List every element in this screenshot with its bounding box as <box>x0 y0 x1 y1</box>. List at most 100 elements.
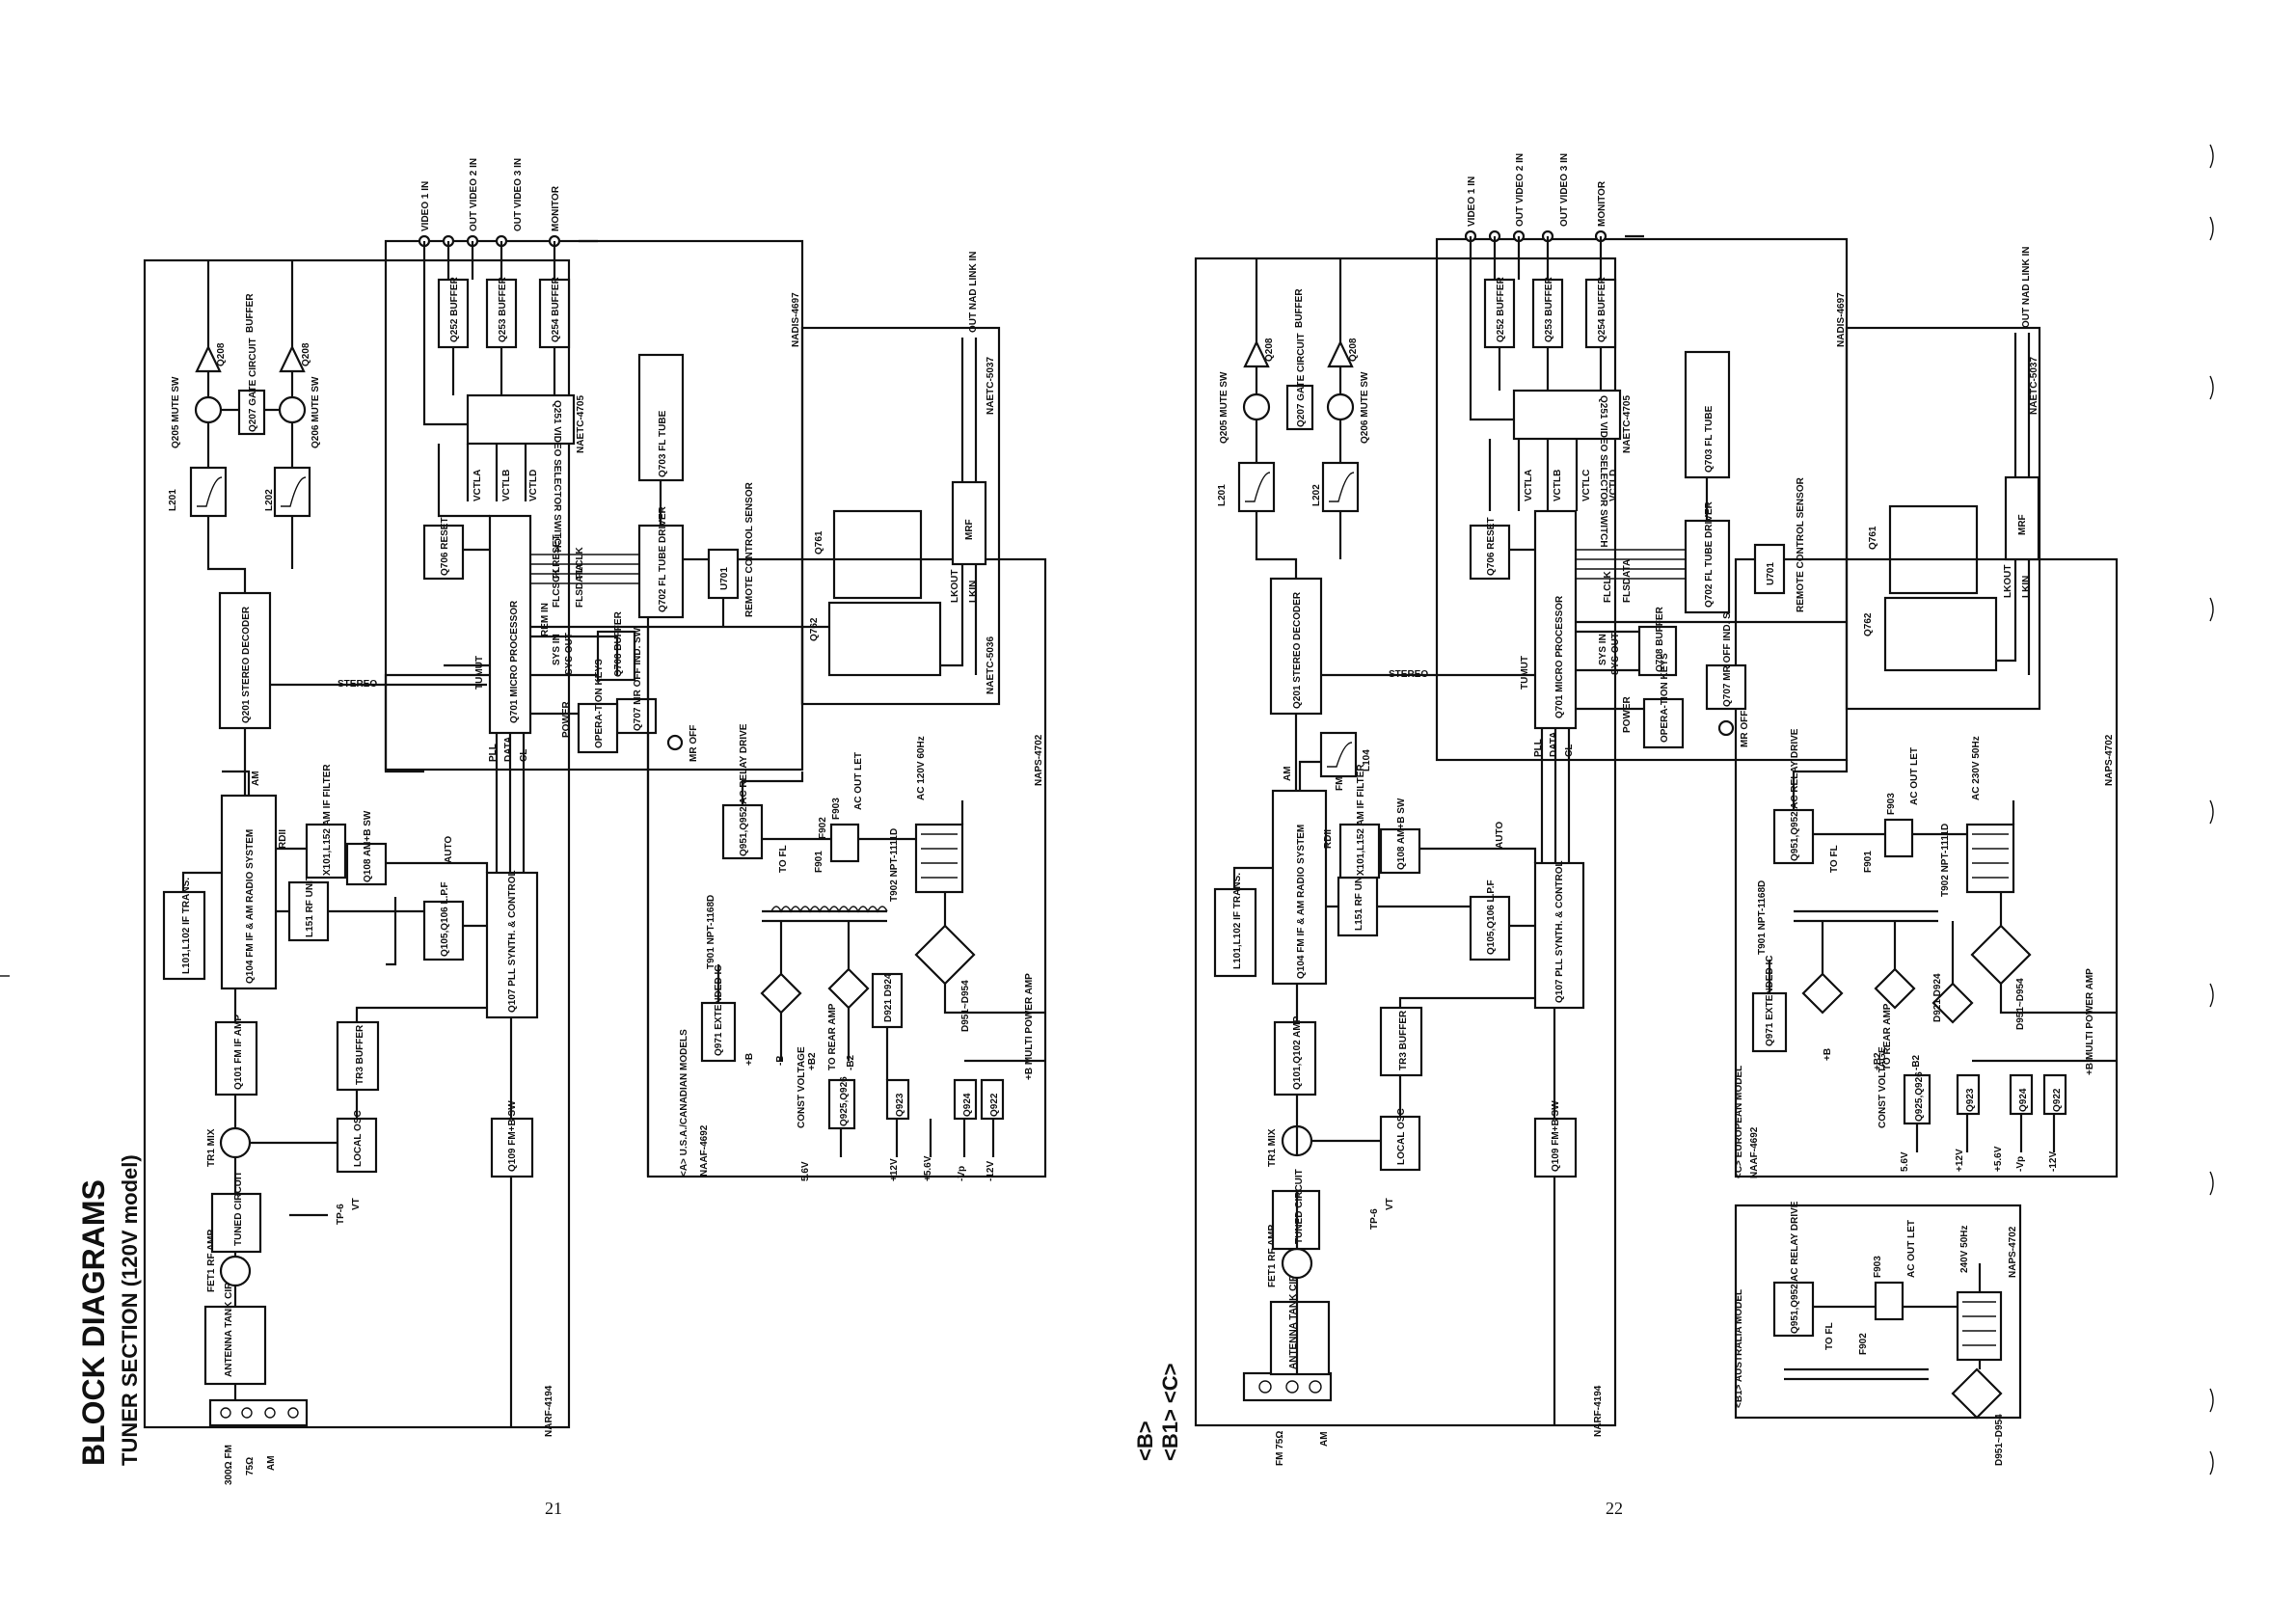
svg-text:MONITOR: MONITOR <box>551 185 561 231</box>
svg-text:LKIN: LKIN <box>968 581 979 603</box>
right-power-board-frame <box>1734 557 2119 1178</box>
svg-text:ANTENNA TANK CIRCUIT: ANTENNA TANK CIRCUIT <box>1288 1252 1299 1369</box>
svg-text:FM: FM <box>1335 777 1345 791</box>
australia-inset-frame <box>1734 1204 2022 1420</box>
svg-text:TUNED CIRCUIT: TUNED CIRCUIT <box>1294 1169 1305 1244</box>
svg-text:Q923: Q923 <box>1965 1088 1976 1112</box>
svg-text:+12V: +12V <box>1955 1149 1965 1172</box>
page-title: BLOCK DIAGRAMS <box>76 1179 111 1466</box>
bridge-rectifier-d951 <box>914 924 976 986</box>
svg-text:VCTLB: VCTLB <box>501 470 512 501</box>
svg-text:Q925,Q926: Q925,Q926 <box>1914 1071 1925 1122</box>
svg-text:Q107 PLL SYNTH. & CONTROL: Q107 PLL SYNTH. & CONTROL <box>1554 860 1565 1003</box>
svg-text:Q107 PLL SYNTH. & CONTROL: Q107 PLL SYNTH. & CONTROL <box>507 870 518 1013</box>
page-subtitle: TUNER SECTION (120V model) <box>118 1154 142 1466</box>
svg-text:Q703 FL TUBE: Q703 FL TUBE <box>1704 405 1715 473</box>
svg-text:Q207 GATE CIRCUIT: Q207 GATE CIRCUIT <box>1296 333 1307 427</box>
svg-text:TO FL: TO FL <box>1824 1322 1835 1350</box>
stereo-decoder-block <box>218 591 272 730</box>
australia-relay-drive <box>1772 1281 1815 1338</box>
svg-text:Q252 BUFFER: Q252 BUFFER <box>449 276 460 342</box>
reset-block <box>422 524 465 581</box>
fet-rf-amp-symbol <box>219 1255 252 1287</box>
board-label-nadis: NADIS-4697 <box>791 292 801 347</box>
svg-text:F902: F902 <box>818 817 828 839</box>
input-label-am: AM <box>266 1455 277 1471</box>
svg-text:Q706 RESET: Q706 RESET <box>1486 517 1497 576</box>
svg-text:D951~D954: D951~D954 <box>1994 1414 2005 1466</box>
tuned-circuit-block <box>210 1192 262 1254</box>
svg-text:NAETC-5037: NAETC-5037 <box>2029 357 2039 415</box>
svg-text:VCTLC: VCTLC <box>1581 470 1592 501</box>
region-note-left: <A> U.S.A./CANADIAN MODELS <box>679 1029 689 1177</box>
video-buffer-q254 <box>538 278 571 349</box>
board-label-naps: NAPS-4702 <box>1034 734 1044 786</box>
svg-text:OUT VIDEO 3 IN: OUT VIDEO 3 IN <box>513 158 524 231</box>
svg-text:Q201 STEREO DECODER: Q201 STEREO DECODER <box>241 606 252 723</box>
svg-text:Q208: Q208 <box>301 342 311 366</box>
svg-text:F903: F903 <box>831 798 842 820</box>
svg-text:MRF: MRF <box>964 519 975 540</box>
svg-text:-Vp: -Vp <box>957 1166 967 1181</box>
svg-text:Q951,Q952 AC RELAY DRIVE: Q951,Q952 AC RELAY DRIVE <box>739 723 749 856</box>
svg-text:Q971 EXTENDED IC: Q971 EXTENDED IC <box>714 965 724 1056</box>
svg-text:Q925,Q926: Q925,Q926 <box>839 1076 850 1126</box>
svg-text:Q702 FL TUBE DRIVER: Q702 FL TUBE DRIVER <box>658 505 668 612</box>
nad-link-frame <box>800 326 1001 706</box>
svg-text:FLSDATA: FLSDATA <box>575 564 585 608</box>
svg-text:-Vp: -Vp <box>2015 1156 2026 1172</box>
svg-text:Q923: Q923 <box>895 1093 905 1117</box>
svg-text:RDII: RDII <box>278 829 288 849</box>
svg-text:<C> EUROPEAN MODEL: <C> EUROPEAN MODEL <box>1734 1066 1744 1178</box>
svg-text:Q254 BUFFER: Q254 BUFFER <box>551 276 561 342</box>
nad-link-q762 <box>827 601 942 677</box>
svg-text:+B2: +B2 <box>1873 1052 1883 1070</box>
svg-text:Q707 MR OFF IND. SW: Q707 MR OFF IND. SW <box>633 627 643 731</box>
svg-text:OUT NAD LINK IN: OUT NAD LINK IN <box>968 252 979 333</box>
svg-text:Q762: Q762 <box>1863 612 1874 636</box>
svg-text:X101,L152 AM IF FILTER: X101,L152 AM IF FILTER <box>1356 764 1366 876</box>
svg-text:NAAF-4692: NAAF-4692 <box>1749 1126 1760 1178</box>
svg-text:Q208: Q208 <box>216 342 227 366</box>
svg-text:VCTLA: VCTLA <box>1524 470 1534 501</box>
svg-text:FLCLK: FLCLK <box>575 546 585 579</box>
svg-text:F901: F901 <box>814 851 824 873</box>
svg-text:T902 NPT-1111D: T902 NPT-1111D <box>1940 824 1951 897</box>
svg-text:AC 230V 50Hz: AC 230V 50Hz <box>1971 736 1982 800</box>
svg-text:Q761: Q761 <box>814 530 824 555</box>
svg-text:AC 120V 60Hz: AC 120V 60Hz <box>916 736 927 800</box>
svg-text:BUFFER: BUFFER <box>245 293 256 333</box>
svg-text:Q109 FM+B SW: Q109 FM+B SW <box>507 1100 518 1172</box>
svg-text:POWER: POWER <box>561 700 572 738</box>
video-jacks-right: VIDEO 1 IN OUT VIDEO 2 IN OUT VIDEO 3 IN… <box>1464 153 1607 243</box>
right-diagram: NARF-4194 NADIS-4697 NAETC-4705 NAPS-470… <box>1194 153 2119 1466</box>
board-label-naetc-5036: NAETC-5036 <box>986 636 996 694</box>
svg-text:Q924: Q924 <box>2018 1088 2029 1112</box>
svg-text:-B2: -B2 <box>1911 1054 1922 1070</box>
svg-text:CONST VOLTAGE: CONST VOLTAGE <box>797 1046 807 1128</box>
svg-text:AC OUT LET: AC OUT LET <box>1906 1220 1917 1278</box>
svg-text:SYS OUT: SYS OUT <box>564 633 575 675</box>
svg-text:+B MULTI POWER AMP: +B MULTI POWER AMP <box>1024 973 1035 1080</box>
board-label-naetc-5037: NAETC-5037 <box>986 357 996 415</box>
nad-link-q761 <box>832 509 923 600</box>
antenna-terminal-strip <box>208 1398 309 1427</box>
svg-text:T902 NPT-1111D: T902 NPT-1111D <box>889 828 900 902</box>
svg-text:5.6V: 5.6V <box>800 1161 811 1181</box>
svg-text:POWER: POWER <box>1622 695 1633 733</box>
svg-text:Q251 VIDEO SELECTOR SWITCH: Q251 VIDEO SELECTOR SWITCH <box>1598 395 1608 548</box>
svg-text:DATA: DATA <box>1549 732 1559 757</box>
video-buffer-q253 <box>485 278 518 349</box>
svg-text:Q201 STEREO DECODER: Q201 STEREO DECODER <box>1292 591 1303 709</box>
regulator-q925 <box>827 1078 856 1130</box>
svg-text:FET1 RF AMP: FET1 RF AMP <box>206 1229 217 1292</box>
svg-text:AM: AM <box>1283 766 1293 781</box>
svg-text:LKOUT: LKOUT <box>2003 565 2013 598</box>
svg-text:TO REAR AMP: TO REAR AMP <box>827 1003 838 1070</box>
svg-text:Q205 MUTE SW: Q205 MUTE SW <box>171 376 181 448</box>
svg-text:L201: L201 <box>168 489 178 511</box>
svg-text:L151 RF UNIT: L151 RF UNIT <box>1354 868 1364 931</box>
mr-off-led <box>666 734 684 751</box>
svg-text:BUFFER: BUFFER <box>1294 288 1305 328</box>
svg-text:L201: L201 <box>1217 484 1228 506</box>
